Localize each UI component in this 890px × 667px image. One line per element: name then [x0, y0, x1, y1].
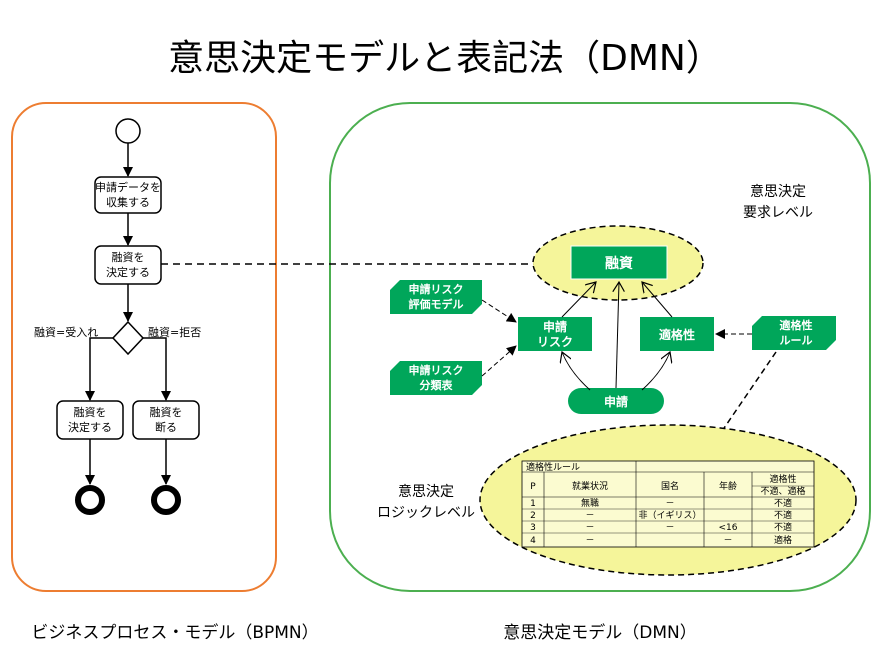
svg-text:ルール: ルール [780, 334, 813, 347]
end-event-accept [75, 485, 105, 515]
svg-text:不適: 不適 [774, 509, 792, 521]
svg-text:申請: 申請 [543, 319, 567, 334]
level-requirement-label: 意思決定 [750, 183, 806, 200]
svg-text:分類表: 分類表 [420, 378, 454, 392]
svg-text:申請データを: 申請データを [95, 180, 161, 194]
table-row: 2 － 非（イギリス） 不適 [530, 509, 792, 521]
exclusive-gateway [111, 320, 145, 356]
col-header-age: 年齢 [719, 480, 737, 492]
svg-text:リスク: リスク [537, 335, 573, 349]
bkm-risk-model[interactable]: 申請リスク 評価モデル [390, 280, 482, 314]
task-decide-loan[interactable]: 融資を 決定する [94, 245, 162, 285]
task-execute-loan[interactable]: 融資を 決定する [56, 400, 124, 440]
col-header-country: 国名 [661, 480, 679, 492]
end-event-reject [151, 485, 181, 515]
level-requirement-label-2: 要求レベル [743, 205, 813, 221]
table-row: 4 － － 適格 [530, 534, 792, 546]
level-logic-label-2: ロジックレベル [377, 505, 475, 521]
svg-text:決定する: 決定する [106, 265, 150, 279]
table-row: 3 － － <16 不適 [530, 521, 792, 533]
svg-text:申請リスク: 申請リスク [409, 363, 464, 377]
svg-text:－: － [665, 523, 674, 533]
svg-text:申請リスク: 申請リスク [409, 282, 464, 296]
svg-text:評価モデル: 評価モデル [409, 297, 464, 311]
svg-text:－: － [585, 511, 594, 521]
svg-text:適格性: 適格性 [780, 318, 813, 332]
svg-text:収集する: 収集する [106, 195, 150, 209]
svg-text:融資を: 融資を [150, 406, 183, 419]
svg-text:－: － [585, 523, 594, 533]
svg-text:4: 4 [530, 536, 536, 546]
svg-text:2: 2 [530, 511, 536, 521]
bkm-eligibility-rule[interactable]: 適格性 ルール [752, 316, 836, 350]
svg-text:断る: 断る [155, 420, 177, 434]
input-data-application[interactable]: 申請 [568, 388, 664, 414]
gateway-label-reject: 融資=拒否 [148, 326, 201, 339]
bpmn-panel [11, 102, 277, 592]
col-header-output-values: 不適、適格 [760, 485, 805, 497]
gateway-label-accept: 融資=受入れ [34, 326, 98, 339]
svg-text:－: － [665, 499, 674, 509]
rule-logic-association [719, 351, 777, 435]
svg-text:申請: 申請 [604, 394, 628, 409]
level-logic-label: 意思決定 [398, 483, 454, 500]
start-event [115, 118, 141, 144]
bpmn-caption: ビジネスプロセス・モデル（BPMN） [31, 622, 318, 643]
svg-text:適格: 適格 [774, 534, 792, 546]
svg-text:無職: 無職 [581, 497, 599, 509]
svg-text:適格性: 適格性 [659, 327, 695, 342]
table-title: 適格性ルール [526, 461, 580, 473]
svg-text:－: － [585, 536, 594, 546]
svg-text:1: 1 [530, 499, 536, 509]
col-header-employment: 就業状況 [572, 480, 608, 492]
svg-text:不適: 不適 [774, 497, 792, 509]
col-header-p: P [530, 482, 536, 492]
col-header-eligibility: 適格性 [769, 473, 796, 485]
svg-text:融資: 融資 [605, 255, 633, 272]
svg-text:決定する: 決定する [68, 420, 112, 434]
dmn-caption: 意思決定モデル（DMN） [503, 622, 696, 643]
svg-text:融資を: 融資を [74, 406, 107, 419]
decision-application-risk[interactable]: 申請 リスク [518, 317, 592, 351]
page-title: 意思決定モデルと表記法（DMN） [168, 38, 722, 79]
decision-loan[interactable]: 融資 [570, 245, 668, 280]
decision-table: 適格性ルール P 就業状況 国名 年齢 適格性 不適、適格 1 無職 － 不適 … [521, 460, 815, 548]
svg-text:－: － [723, 536, 732, 546]
task-collect-data[interactable]: 申請データを 収集する [94, 176, 162, 214]
bkm-risk-table[interactable]: 申請リスク 分類表 [390, 361, 482, 395]
svg-text:不適: 不適 [774, 521, 792, 533]
table-row: 1 無職 － 不適 [530, 497, 792, 509]
svg-text:非（イギリス）: 非（イギリス） [638, 509, 701, 521]
task-refuse-loan[interactable]: 融資を 断る [132, 400, 200, 440]
svg-text:3: 3 [530, 523, 536, 533]
svg-text:<16: <16 [719, 523, 738, 533]
svg-text:融資を: 融資を [112, 251, 145, 264]
decision-eligibility[interactable]: 適格性 [640, 317, 714, 351]
